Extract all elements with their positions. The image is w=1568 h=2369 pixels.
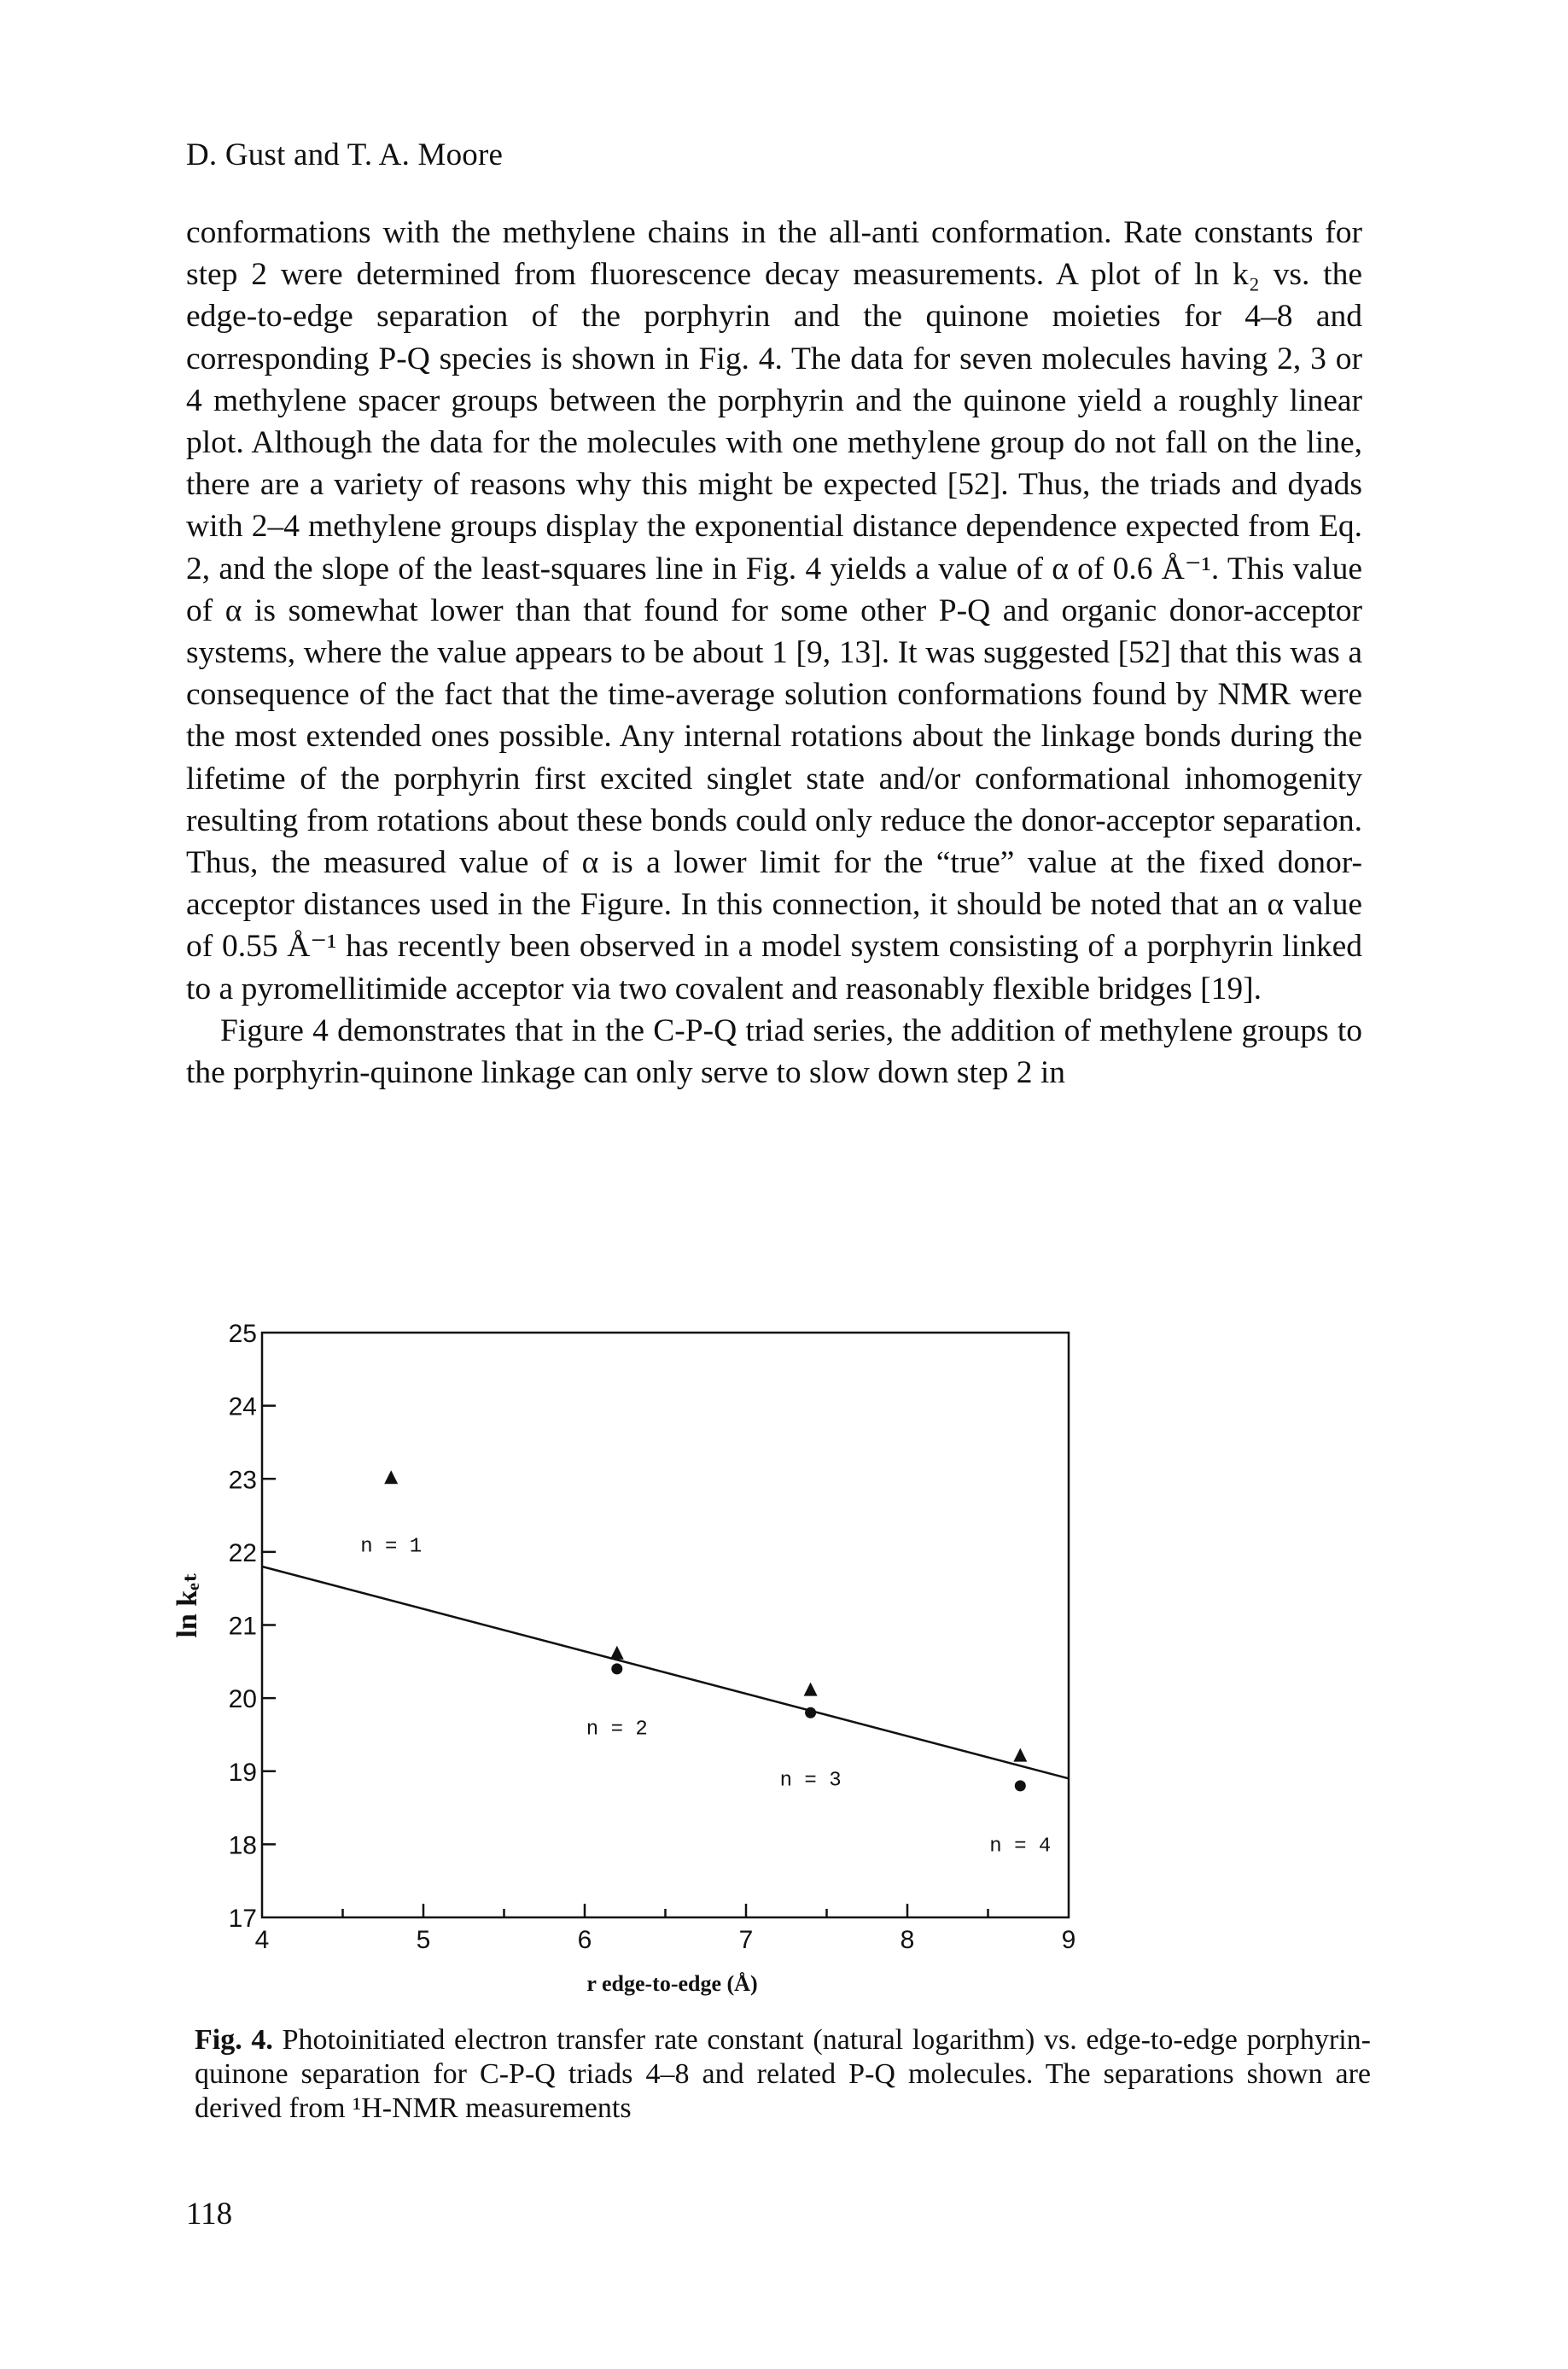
triangle-point [609, 1645, 624, 1660]
caption-label: Fig. 4. [195, 2024, 273, 2056]
series-annotation: n = 2 [586, 1718, 648, 1741]
y-tick-label: 25 [229, 1320, 257, 1348]
fit-line [261, 1565, 1070, 1780]
x-axis-title: r edge-to-edge (Å) [586, 1971, 757, 1996]
y-tick-label: 23 [229, 1466, 257, 1494]
triangle-point [1013, 1748, 1028, 1762]
y-tick-label: 19 [229, 1759, 257, 1787]
x-tick-label: 8 [901, 1926, 915, 1954]
caption-text: Photoinitiated electron transfer rate co… [195, 2024, 1371, 2124]
body-text: conformations with the methylene chains … [186, 212, 1362, 1094]
series-annotation: n = 1 [360, 1535, 422, 1558]
x-tick-label: 6 [578, 1926, 592, 1954]
circle-point [1014, 1780, 1026, 1792]
paragraph: conformations with the methylene chains … [186, 215, 1362, 1007]
x-tick-label: 4 [255, 1926, 270, 1954]
y-tick-label: 21 [229, 1613, 257, 1641]
series-annotation: n = 3 [780, 1769, 842, 1792]
y-axis-title: ln kₑₜ [172, 1572, 203, 1637]
x-tick-label: 5 [417, 1926, 431, 1954]
y-tick-label: 18 [229, 1831, 257, 1859]
plot-frame [260, 1331, 1070, 1919]
running-head: D. Gust and T. A. Moore [186, 137, 504, 172]
y-tick-label: 17 [229, 1905, 257, 1933]
y-tick-label: 22 [229, 1539, 257, 1567]
y-tick-label: 24 [229, 1393, 257, 1421]
x-tick-label: 7 [739, 1926, 754, 1954]
page-number: 118 [186, 2197, 233, 2232]
x-tick-label: 9 [1062, 1926, 1076, 1954]
figure-caption: Fig. 4. Photoinitiated electron transfer… [195, 2023, 1371, 2126]
triangle-point [384, 1470, 399, 1485]
circle-point [611, 1663, 623, 1675]
series-annotation: n = 4 [989, 1835, 1051, 1858]
circle-point [805, 1707, 817, 1718]
paragraph: Figure 4 demonstrates that in the C-P-Q … [186, 1012, 1362, 1091]
y-tick-label: 20 [229, 1685, 257, 1713]
triangle-point [803, 1682, 818, 1696]
